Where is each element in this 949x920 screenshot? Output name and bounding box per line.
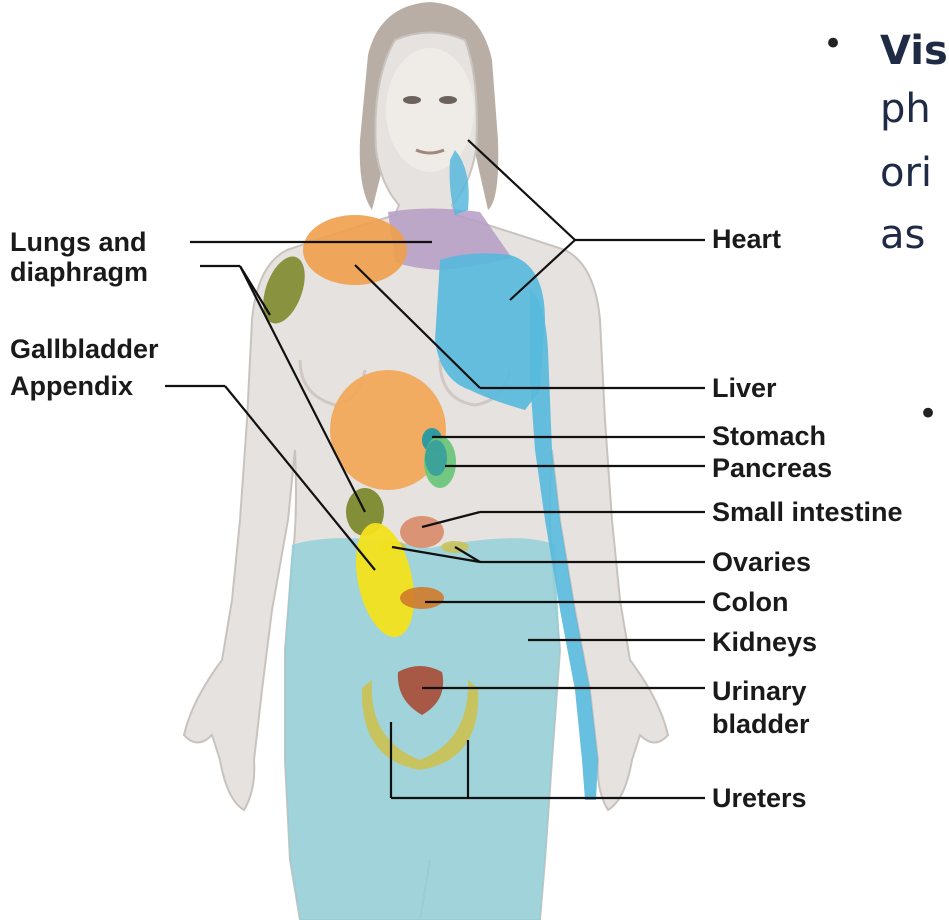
- lungs-zone: [303, 215, 407, 285]
- label-heart: Heart: [712, 225, 781, 253]
- label-kidneys: Kidneys: [712, 628, 817, 656]
- label-gallbladder: Gallbladder: [10, 335, 159, 363]
- left-eye: [403, 96, 421, 104]
- label-urinary-line1: Urinary: [712, 677, 807, 705]
- label-lungs-line2: diaphragm: [10, 258, 148, 286]
- colon-zone: [400, 587, 444, 609]
- slide-text-line3: ori: [880, 148, 932, 198]
- right-eye: [439, 96, 457, 104]
- slide-text-line1: Vis: [880, 26, 948, 76]
- small-intestine-zone: [400, 516, 444, 548]
- pancreas-inner: [425, 440, 447, 476]
- label-ureters: Ureters: [712, 784, 807, 812]
- label-small-intestine: Small intestine: [712, 498, 903, 526]
- label-stomach: Stomach: [712, 422, 826, 450]
- label-pancreas: Pancreas: [712, 454, 832, 482]
- label-lungs-line1: Lungs and: [10, 228, 147, 256]
- slide-bullet-sub: •: [918, 394, 938, 434]
- label-urinary-line2: bladder: [712, 710, 810, 738]
- slide-text-line2: ph: [880, 84, 931, 134]
- label-appendix: Appendix: [10, 372, 133, 400]
- label-colon: Colon: [712, 588, 788, 616]
- label-liver: Liver: [712, 374, 777, 402]
- label-ovaries: Ovaries: [712, 548, 811, 576]
- slide-text-line4: as: [880, 210, 925, 260]
- slide-bullet-main: •: [823, 24, 843, 64]
